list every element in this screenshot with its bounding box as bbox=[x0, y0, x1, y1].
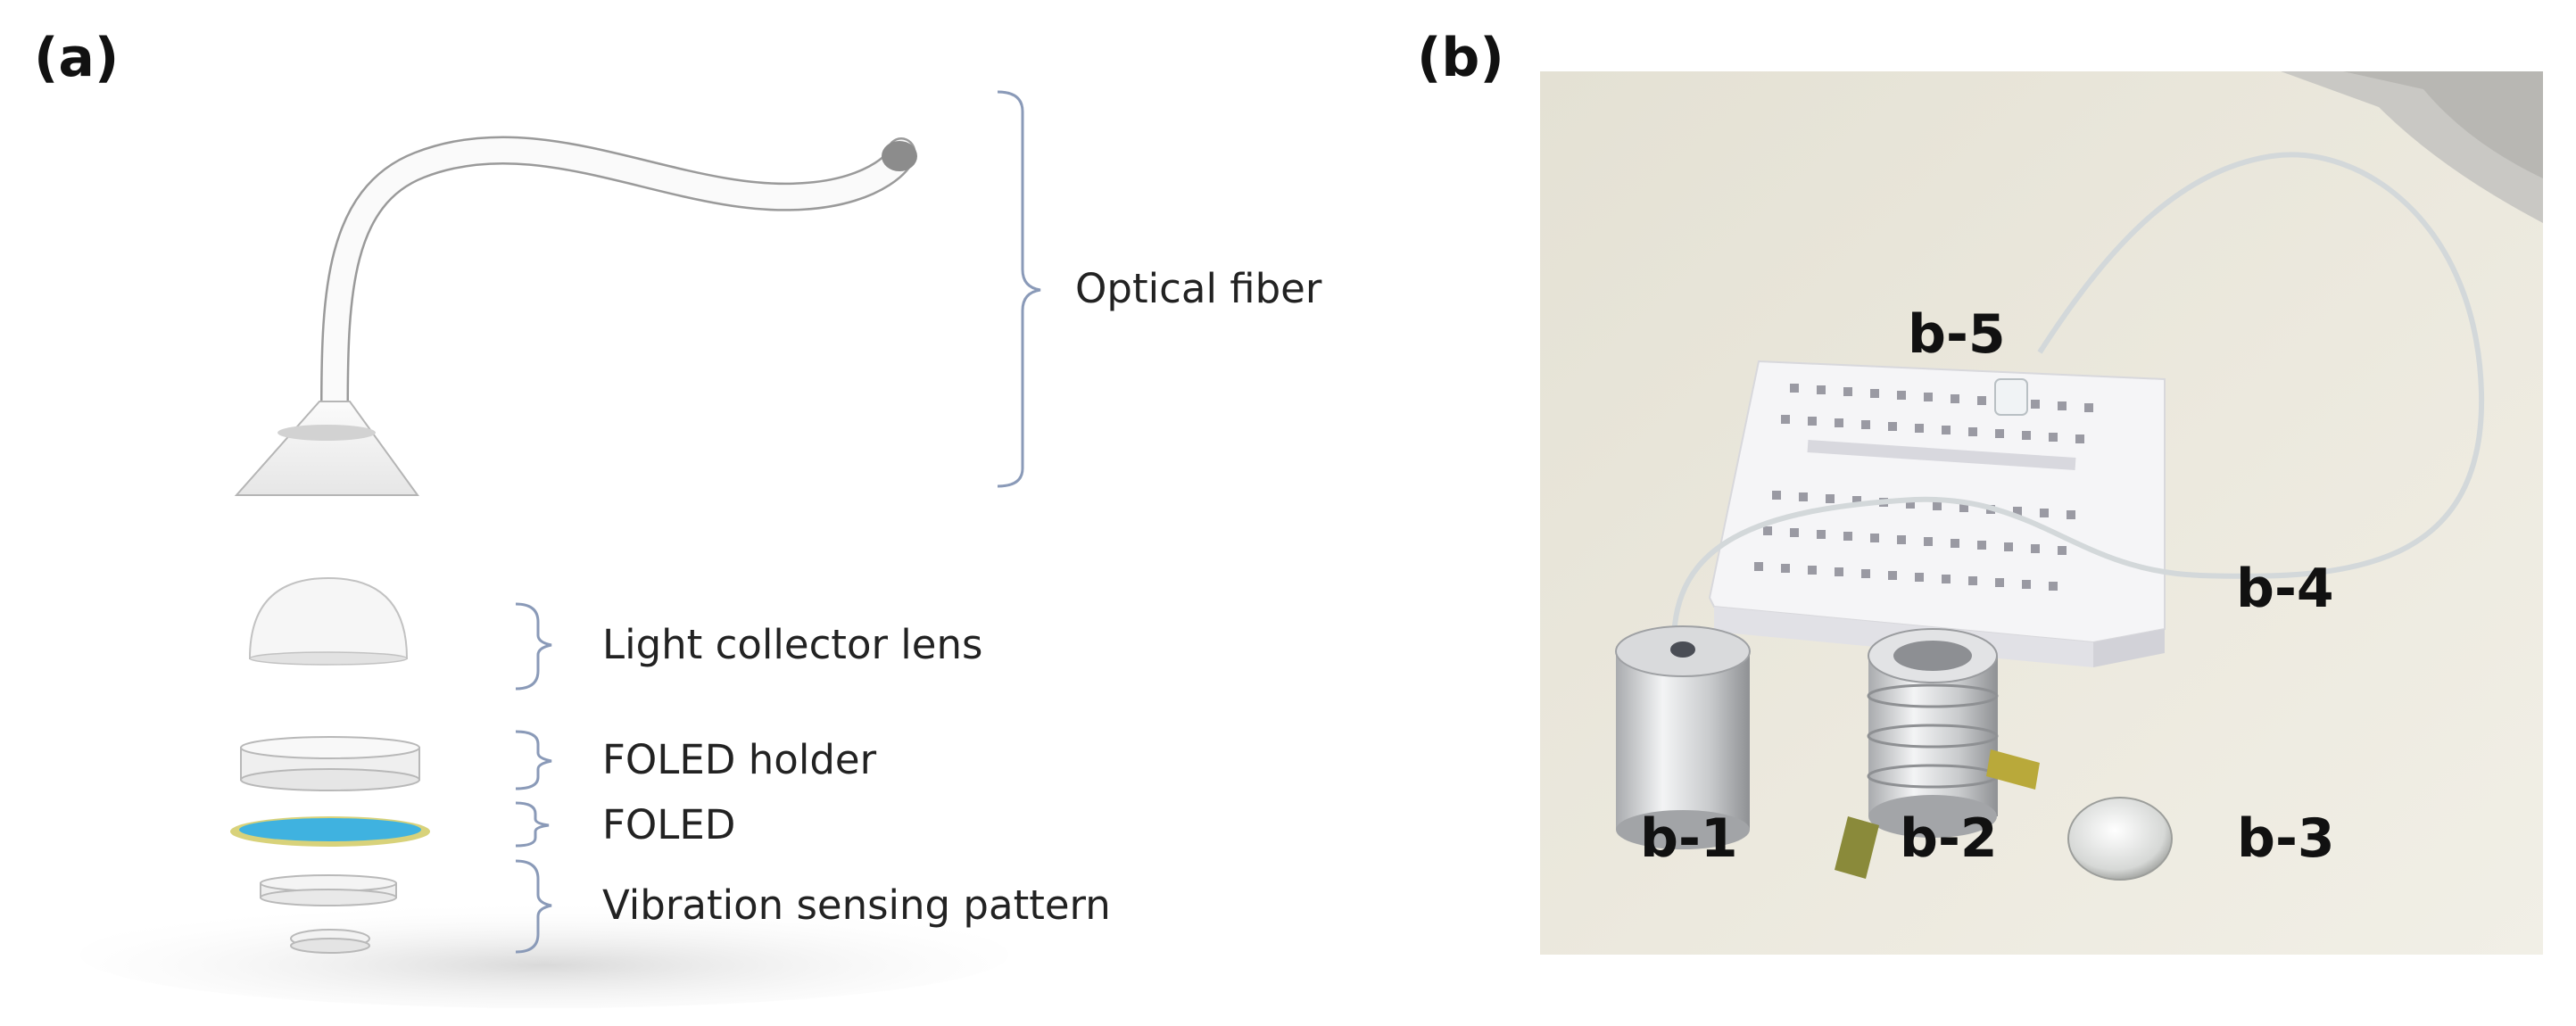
foled-holder-part bbox=[240, 736, 420, 791]
label-b3: b-3 bbox=[2237, 807, 2335, 870]
label-b1: b-1 bbox=[1640, 807, 1738, 870]
metal-cap-b1 bbox=[1615, 625, 1751, 849]
label-foled: FOLED bbox=[602, 801, 736, 848]
optical-fiber-b4 bbox=[1671, 152, 2485, 643]
lens-b3 bbox=[2067, 797, 2173, 881]
breadboard-b5 bbox=[1708, 360, 2166, 667]
parts-photo: b-5 b-4 b-1 b-2 b-3 bbox=[1540, 71, 2543, 955]
vibration-sensing-pattern-part bbox=[260, 874, 397, 954]
label-optical-fiber: Optical fiber bbox=[1075, 265, 1322, 312]
label-b5: b-5 bbox=[1908, 303, 2006, 366]
panel-a-tag: (a) bbox=[34, 27, 120, 89]
optical-fiber-part bbox=[234, 136, 917, 496]
label-foled-holder: FOLED holder bbox=[602, 736, 877, 783]
bracket-foled bbox=[515, 801, 550, 848]
floor-shadow bbox=[80, 901, 1008, 1008]
bracket-vibration-sensing-pattern bbox=[515, 859, 552, 954]
label-b2: b-2 bbox=[1900, 807, 1998, 870]
foled-part bbox=[230, 816, 430, 847]
exploded-view-illustration bbox=[80, 90, 1041, 1008]
light-collector-lens-part bbox=[248, 576, 409, 666]
bracket-optical-fiber bbox=[997, 90, 1041, 488]
bracket-light-collector-lens bbox=[515, 602, 552, 691]
label-b4: b-4 bbox=[2236, 558, 2334, 620]
panel-b-tag: (b) bbox=[1417, 27, 1504, 89]
bracket-foled-holder bbox=[515, 730, 552, 790]
label-light-collector-lens: Light collector lens bbox=[602, 621, 983, 668]
label-vibration-sensing-pattern: Vibration sensing pattern bbox=[602, 881, 1111, 929]
ring-stack-b2 bbox=[1835, 628, 2040, 879]
